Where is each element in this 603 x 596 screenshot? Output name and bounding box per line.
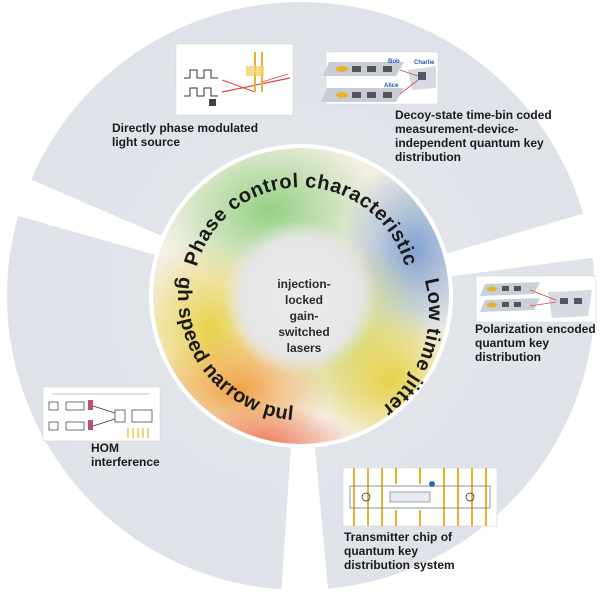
center-label: injection- locked gain- switched lasers [262, 276, 346, 356]
label-transmitter-chip: Transmitter chip of quantum key distribu… [344, 530, 455, 572]
thumbnail-phase-modulated [175, 43, 294, 116]
center-line: switched [278, 325, 330, 339]
thumb-charlie-label: Charlie [414, 60, 435, 66]
label-phase-modulated: Directly phase modulated light source [112, 121, 259, 149]
thumbnail-mdi-qkd: Bob Charlie Alice [321, 51, 439, 105]
label-hom-interference: HOM interference [91, 441, 160, 469]
center-line: gain- [289, 309, 319, 323]
label-mdi-qkd: Decoy-state time-bin coded measurement-d… [395, 108, 552, 164]
thumb-alice-label: Alice [384, 83, 399, 89]
thumb-bob-label: Bob [388, 59, 400, 65]
center-line: locked [284, 293, 323, 307]
thumbnail-transmitter-chip [342, 467, 498, 527]
thumbnail-hom-interference [42, 386, 161, 442]
center-line: lasers [286, 341, 322, 355]
center-line: injection- [277, 277, 331, 291]
inner-hole [223, 220, 379, 376]
label-polarization-qkd: Polarization encoded quantum key distrib… [475, 322, 596, 364]
thumbnail-polarization-qkd [475, 275, 597, 323]
